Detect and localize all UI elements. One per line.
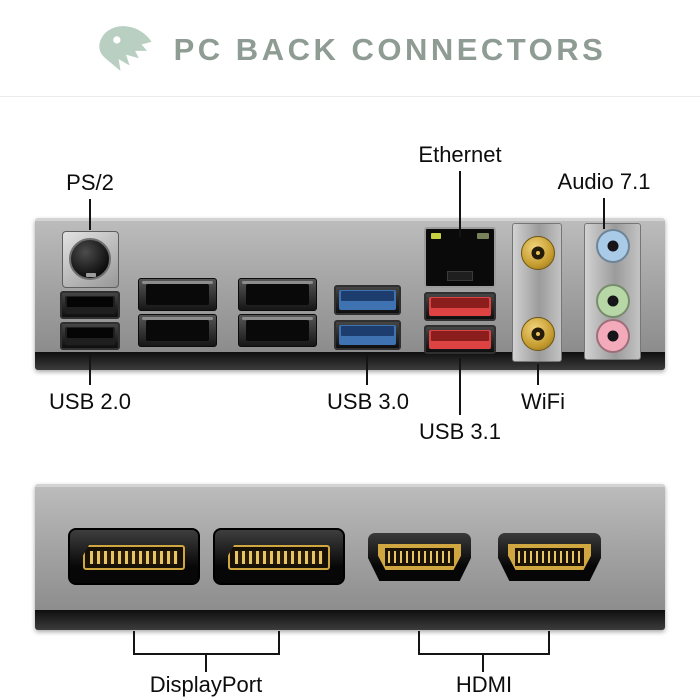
hdmi-slot <box>508 544 591 570</box>
video-outputs-panel <box>35 484 665 630</box>
panel-base-strip <box>35 610 665 630</box>
bracket-line-hdmi <box>418 653 550 655</box>
video-port <box>138 278 217 311</box>
pointer-line-wifi <box>537 364 539 385</box>
label-ethernet: Ethernet <box>418 142 502 167</box>
label-ps2: PS/2 <box>66 170 114 195</box>
hdmi-connector <box>368 533 471 581</box>
bracket-line-hdmi <box>548 631 550 655</box>
audio-jack-mic <box>596 319 630 353</box>
audio-jack-line-out <box>596 284 630 318</box>
bracket-line-displayport <box>133 631 135 655</box>
gold-pins <box>235 551 323 564</box>
page-title: PC BACK CONNECTORS <box>173 32 607 67</box>
audio-jack-line-in <box>596 229 630 263</box>
ethernet-led <box>431 233 441 239</box>
wifi-bracket <box>512 223 562 362</box>
label-wifi: WiFi <box>521 389 565 414</box>
displayport-connector <box>213 528 345 585</box>
label-hdmi: HDMI <box>455 672 513 697</box>
usb3-port <box>334 285 401 315</box>
usb3-port <box>334 320 401 350</box>
gold-pins <box>518 551 581 563</box>
bracket-line-displayport <box>278 631 280 655</box>
bracket-line-hdmi <box>418 631 420 655</box>
gold-pins <box>388 551 451 563</box>
bracket-line-hdmi <box>482 653 484 672</box>
usb31-port <box>424 325 496 354</box>
hdmi-connector <box>498 533 601 581</box>
pointer-line-usb20 <box>89 354 91 385</box>
pointer-line-usb30 <box>366 354 368 385</box>
pointer-line-usb31 <box>459 358 461 415</box>
pointer-line-audio <box>603 198 605 229</box>
displayport-connector <box>68 528 200 585</box>
label-usb20: USB 2.0 <box>49 389 131 414</box>
bracket-line-displayport <box>205 653 207 672</box>
gold-pins <box>90 551 178 564</box>
ethernet-led <box>477 233 489 239</box>
video-port <box>238 278 317 311</box>
hdmi-slot <box>378 544 461 570</box>
dinosaur-icon <box>98 26 152 72</box>
label-audio: Audio 7.1 <box>557 169 651 194</box>
label-displayport: DisplayPort <box>149 672 263 697</box>
wifi-antenna-connector <box>521 236 555 270</box>
pointer-line-ps2 <box>89 199 91 230</box>
video-port <box>238 314 317 347</box>
ps2-key-notch <box>85 273 96 277</box>
displayport-slot <box>83 545 185 570</box>
rj45-clip-slot <box>447 271 473 281</box>
audio-bracket <box>584 223 641 360</box>
ps2-port <box>62 231 119 288</box>
displayport-slot <box>228 545 330 570</box>
rear-io-panel <box>35 218 665 370</box>
header: PC BACK CONNECTORS <box>0 14 700 86</box>
label-usb30: USB 3.0 <box>327 389 409 414</box>
header-divider <box>0 96 700 97</box>
panel-base-strip <box>35 352 665 370</box>
usb31-port <box>424 292 496 321</box>
label-usb31: USB 3.1 <box>419 419 501 444</box>
ethernet-port <box>424 227 496 288</box>
usb2-port <box>60 322 120 350</box>
pointer-line-ethernet <box>459 171 461 237</box>
video-port <box>138 314 217 347</box>
usb2-port <box>60 291 120 319</box>
wifi-antenna-connector <box>521 317 555 351</box>
